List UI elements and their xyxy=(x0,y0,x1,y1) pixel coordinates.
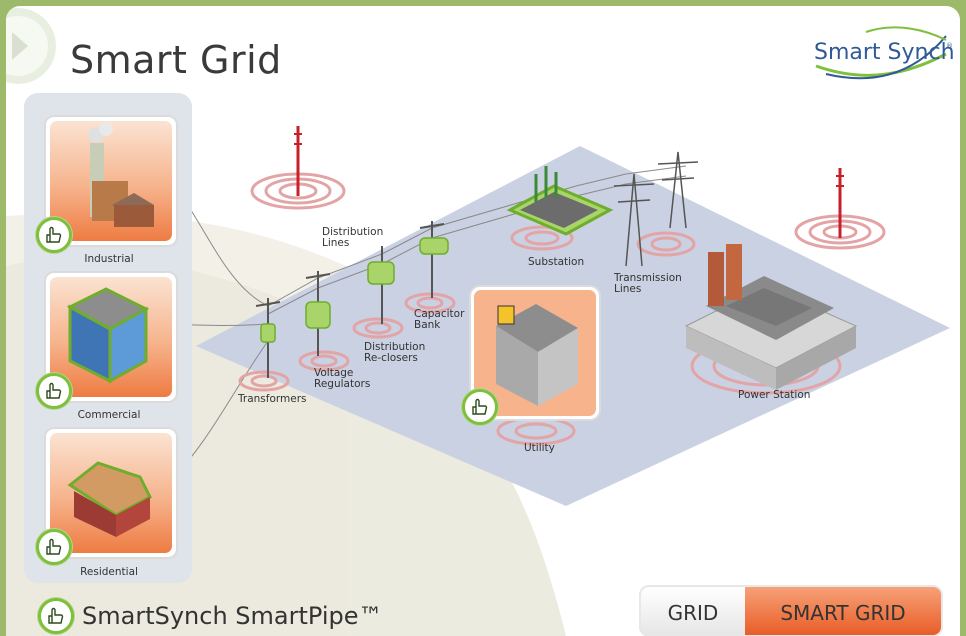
transmission-tower-icon xyxy=(613,151,699,267)
sidebar-item-label: Commercial xyxy=(77,409,141,421)
recloser-icon[interactable] xyxy=(367,261,395,285)
hand-pointer-icon xyxy=(472,398,488,415)
label-utility: Utility xyxy=(524,442,555,454)
label-substation: Substation xyxy=(528,256,585,268)
utility-hand-button[interactable] xyxy=(462,389,498,425)
label-voltage-regulators: Voltage Regulators xyxy=(314,367,371,390)
smartsynch-logo: Smart Synch ® xyxy=(806,24,956,86)
residential-hand-button[interactable] xyxy=(36,529,72,565)
transformer-device-icon[interactable] xyxy=(260,323,276,343)
industrial-hand-button[interactable] xyxy=(36,217,72,253)
hand-pointer-icon xyxy=(46,538,62,555)
hand-pointer-icon xyxy=(46,382,62,399)
sidebar-item-commercial[interactable] xyxy=(36,271,178,409)
utility-building-card[interactable] xyxy=(469,285,601,421)
logo-swoosh-icon xyxy=(815,26,947,80)
voltage-regulator-icon[interactable] xyxy=(305,301,331,329)
hand-pointer-icon xyxy=(48,607,64,624)
label-capacitor-bank: Capacitor Bank xyxy=(414,308,465,331)
house-icon xyxy=(67,461,152,537)
label-transmission-lines: Transmission Lines xyxy=(614,272,682,295)
content-panel: Smart Grid Smart Synch ® xyxy=(6,6,960,636)
label-distribution-reclosers: Distribution Re-closers xyxy=(364,341,426,364)
commercial-hand-button[interactable] xyxy=(36,373,72,409)
grid-toggle-button[interactable]: GRID xyxy=(641,587,745,635)
cell-tower-icon xyxy=(294,126,302,196)
registered-mark: ® xyxy=(946,42,953,50)
smartpipe-hand-button[interactable] xyxy=(38,598,74,634)
smartpipe-label: SmartSynch SmartPipe™ xyxy=(82,602,383,630)
customer-sidebar: Industrial Commercial xyxy=(24,93,192,583)
label-distribution-lines: Distribution Lines xyxy=(322,226,384,249)
cell-tower-icon xyxy=(836,168,844,238)
sidebar-item-label: Residential xyxy=(80,566,138,578)
grid-mode-toggle[interactable]: GRID SMART GRID xyxy=(639,585,943,636)
label-transformers: Transformers xyxy=(238,393,307,405)
hand-pointer-icon xyxy=(46,226,62,243)
power-station-icon[interactable] xyxy=(684,244,858,390)
sidebar-item-industrial[interactable] xyxy=(36,115,178,253)
office-building-icon xyxy=(66,287,150,384)
sidebar-item-residential[interactable] xyxy=(36,427,178,565)
card-background xyxy=(50,121,172,241)
factory-icon xyxy=(88,122,154,227)
label-power-station: Power Station xyxy=(738,389,811,401)
card-background xyxy=(50,433,172,553)
card-background xyxy=(50,277,172,397)
substation-icon[interactable] xyxy=(506,166,614,236)
sidebar-item-label: Industrial xyxy=(84,253,134,265)
smart-grid-toggle-button[interactable]: SMART GRID xyxy=(745,587,941,635)
back-arrow-icon[interactable] xyxy=(6,8,56,84)
capacitor-bank-icon[interactable] xyxy=(419,237,449,255)
page-title: Smart Grid xyxy=(70,38,282,82)
logo-text: Smart Synch xyxy=(814,40,955,65)
